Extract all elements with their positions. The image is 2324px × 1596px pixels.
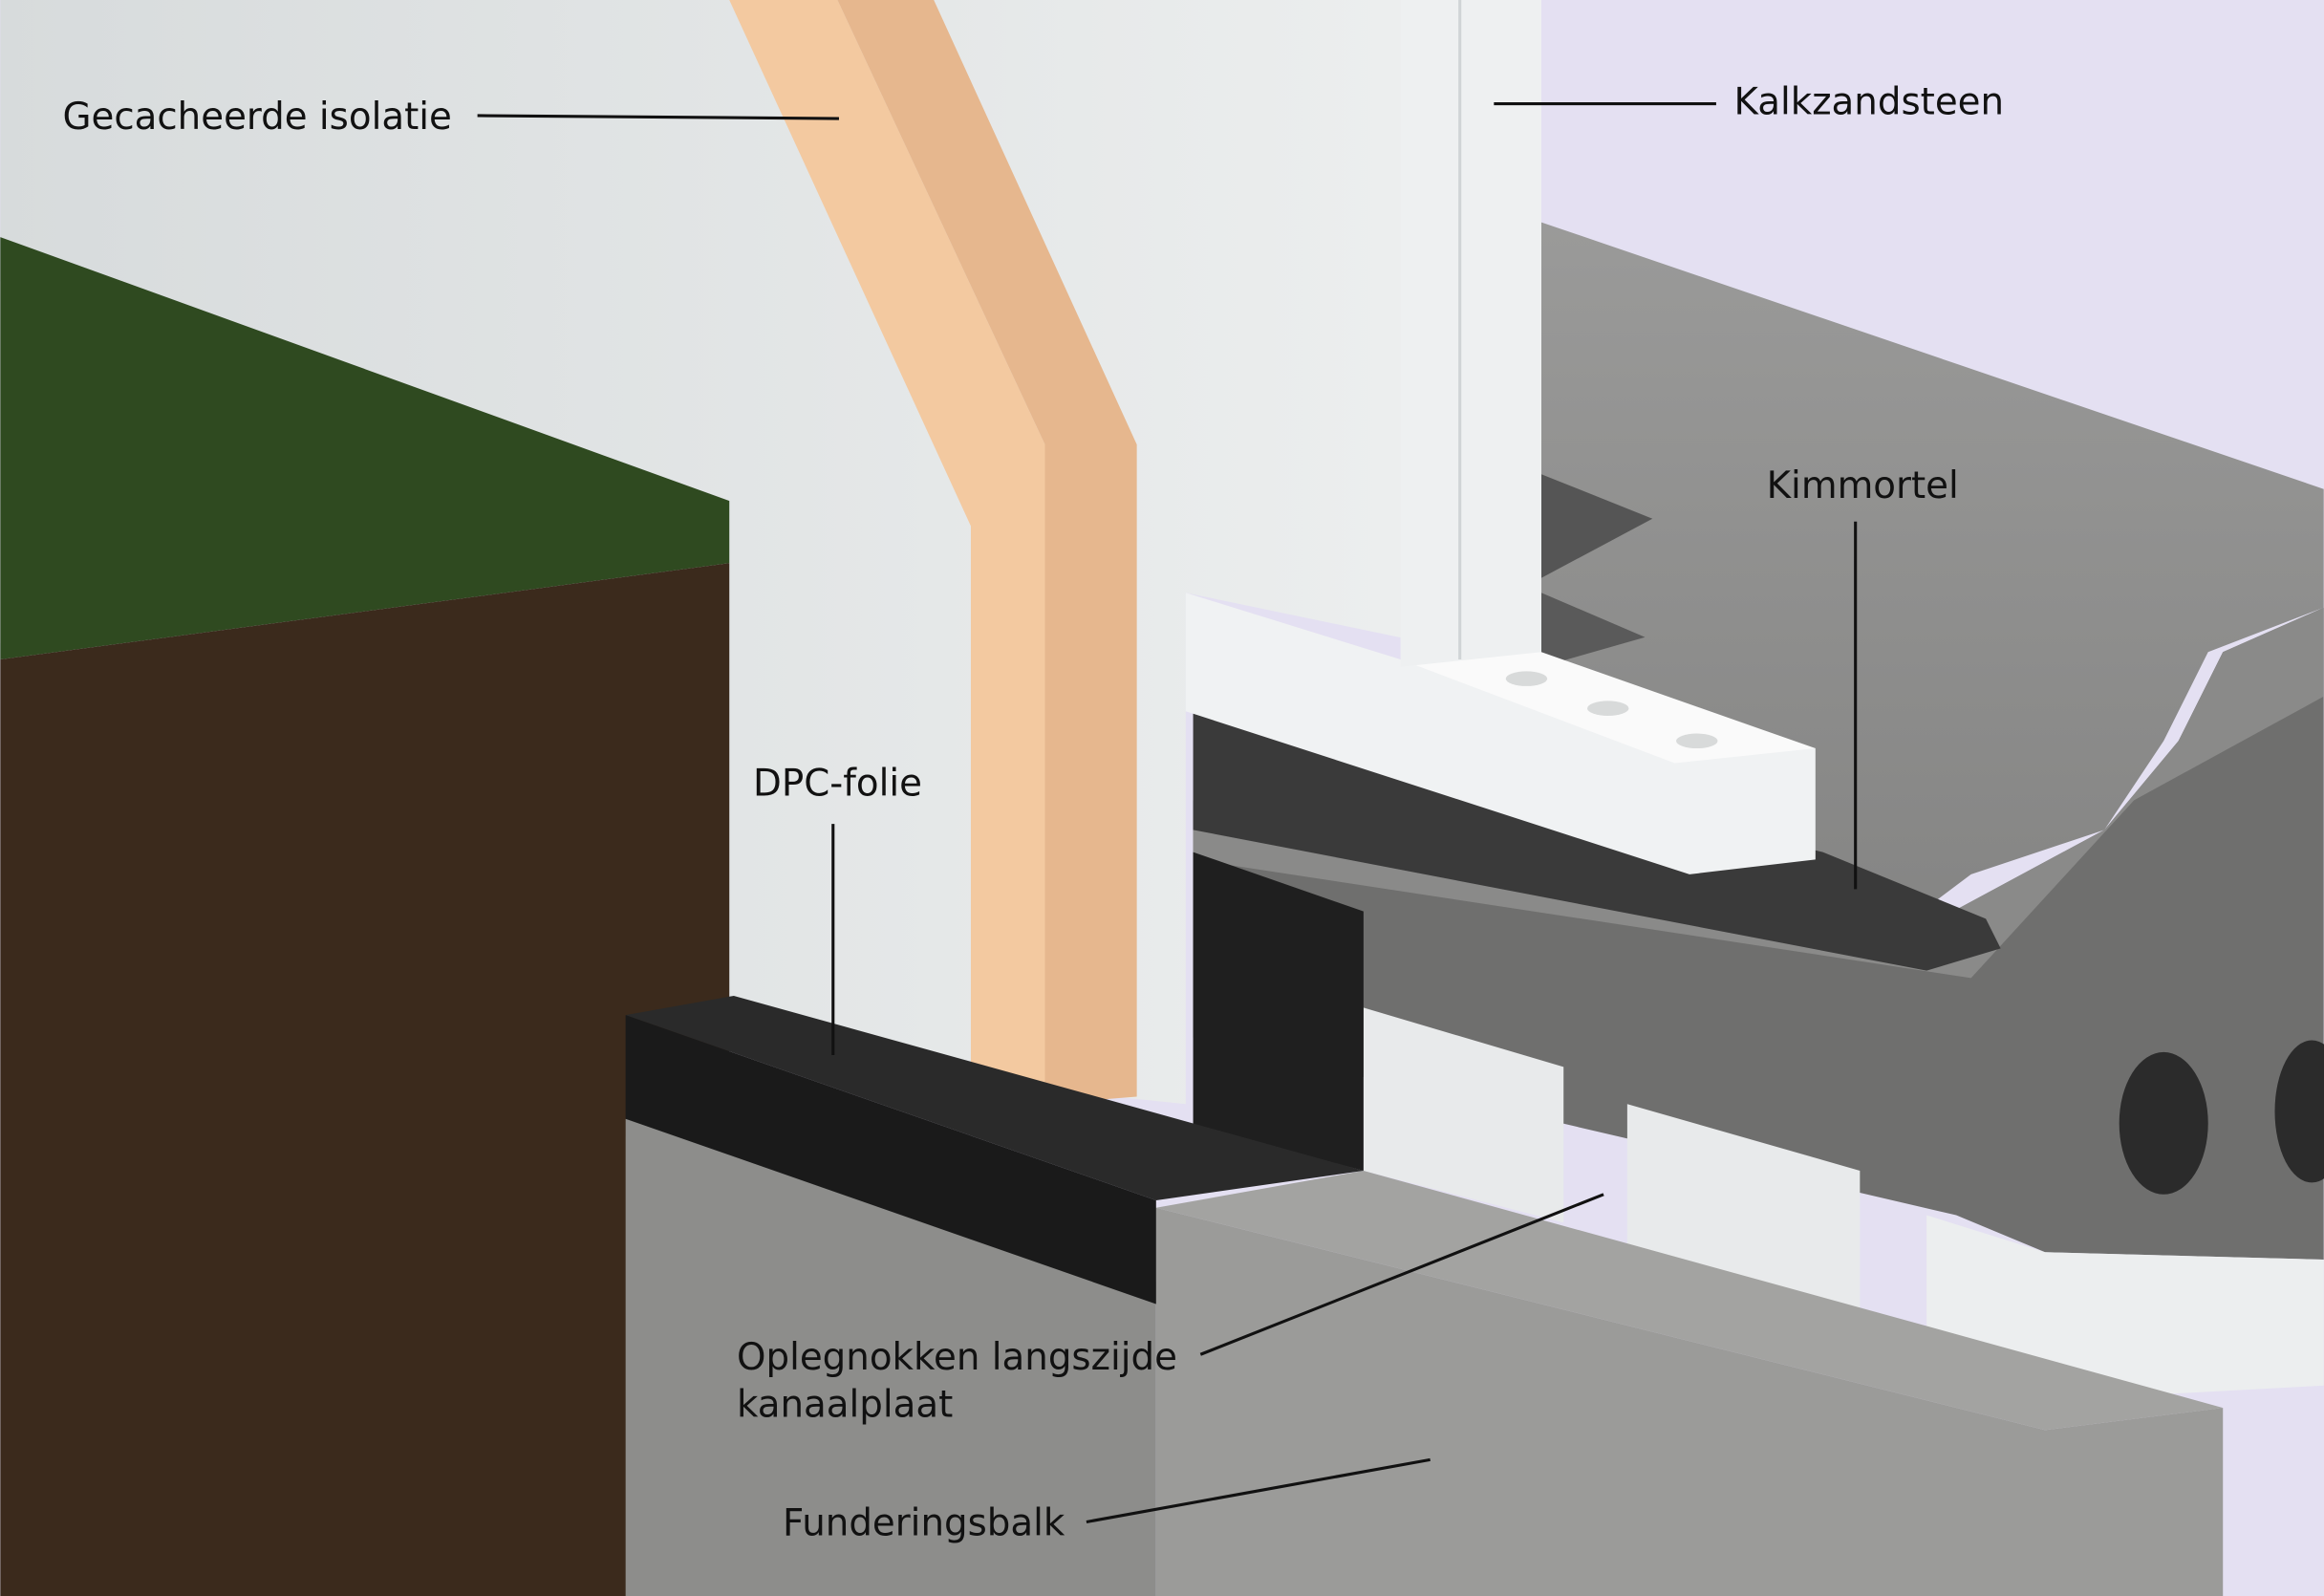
label-support-lugs: Oplegnokken langszijde [737, 1336, 1177, 1379]
support-lug [1363, 1007, 1564, 1223]
label-dpc-film: DPC-folie [753, 763, 922, 806]
floor-shadow [1540, 593, 1646, 667]
brick-hole [1676, 733, 1718, 749]
hollow-core-slab-top [1193, 607, 2324, 979]
slab-hollow-core [2119, 1051, 2208, 1195]
insulation-side [837, 0, 1137, 1105]
outer-wall-surface [0, 0, 1541, 1105]
insulation-front [729, 0, 1045, 1105]
label-leveling-mortar: Kimmortel [1767, 464, 1959, 507]
brick-hole [1505, 671, 1548, 686]
label-foundation-beam: Funderingsbalk [783, 1501, 1065, 1544]
leader-line [1199, 1193, 1604, 1356]
dpc-film-vertical [1193, 852, 1364, 1171]
brick-hole [1587, 701, 1629, 716]
grass [0, 237, 730, 660]
floor-shadow [1540, 474, 1653, 578]
dpc-film-top [625, 996, 1364, 1200]
leader-line [477, 114, 839, 120]
dpc-film-front [625, 1015, 1156, 1305]
label-insulation: Gecacheerde isolatie [62, 96, 451, 139]
label-support-lugs-line2: kanaalplaat [737, 1383, 953, 1426]
leader-line [1086, 1457, 1431, 1523]
foundation-beam-top [1155, 1170, 2224, 1431]
label-sand-lime-brick: Kalkzandsteen [1734, 80, 2005, 123]
soil [0, 563, 730, 1596]
sand-lime-wall [1400, 0, 1541, 667]
slab-hollow-core [2274, 1040, 2324, 1183]
foundation-beam-side [1155, 1207, 2224, 1596]
sand-lime-brick-row [1185, 593, 1816, 874]
